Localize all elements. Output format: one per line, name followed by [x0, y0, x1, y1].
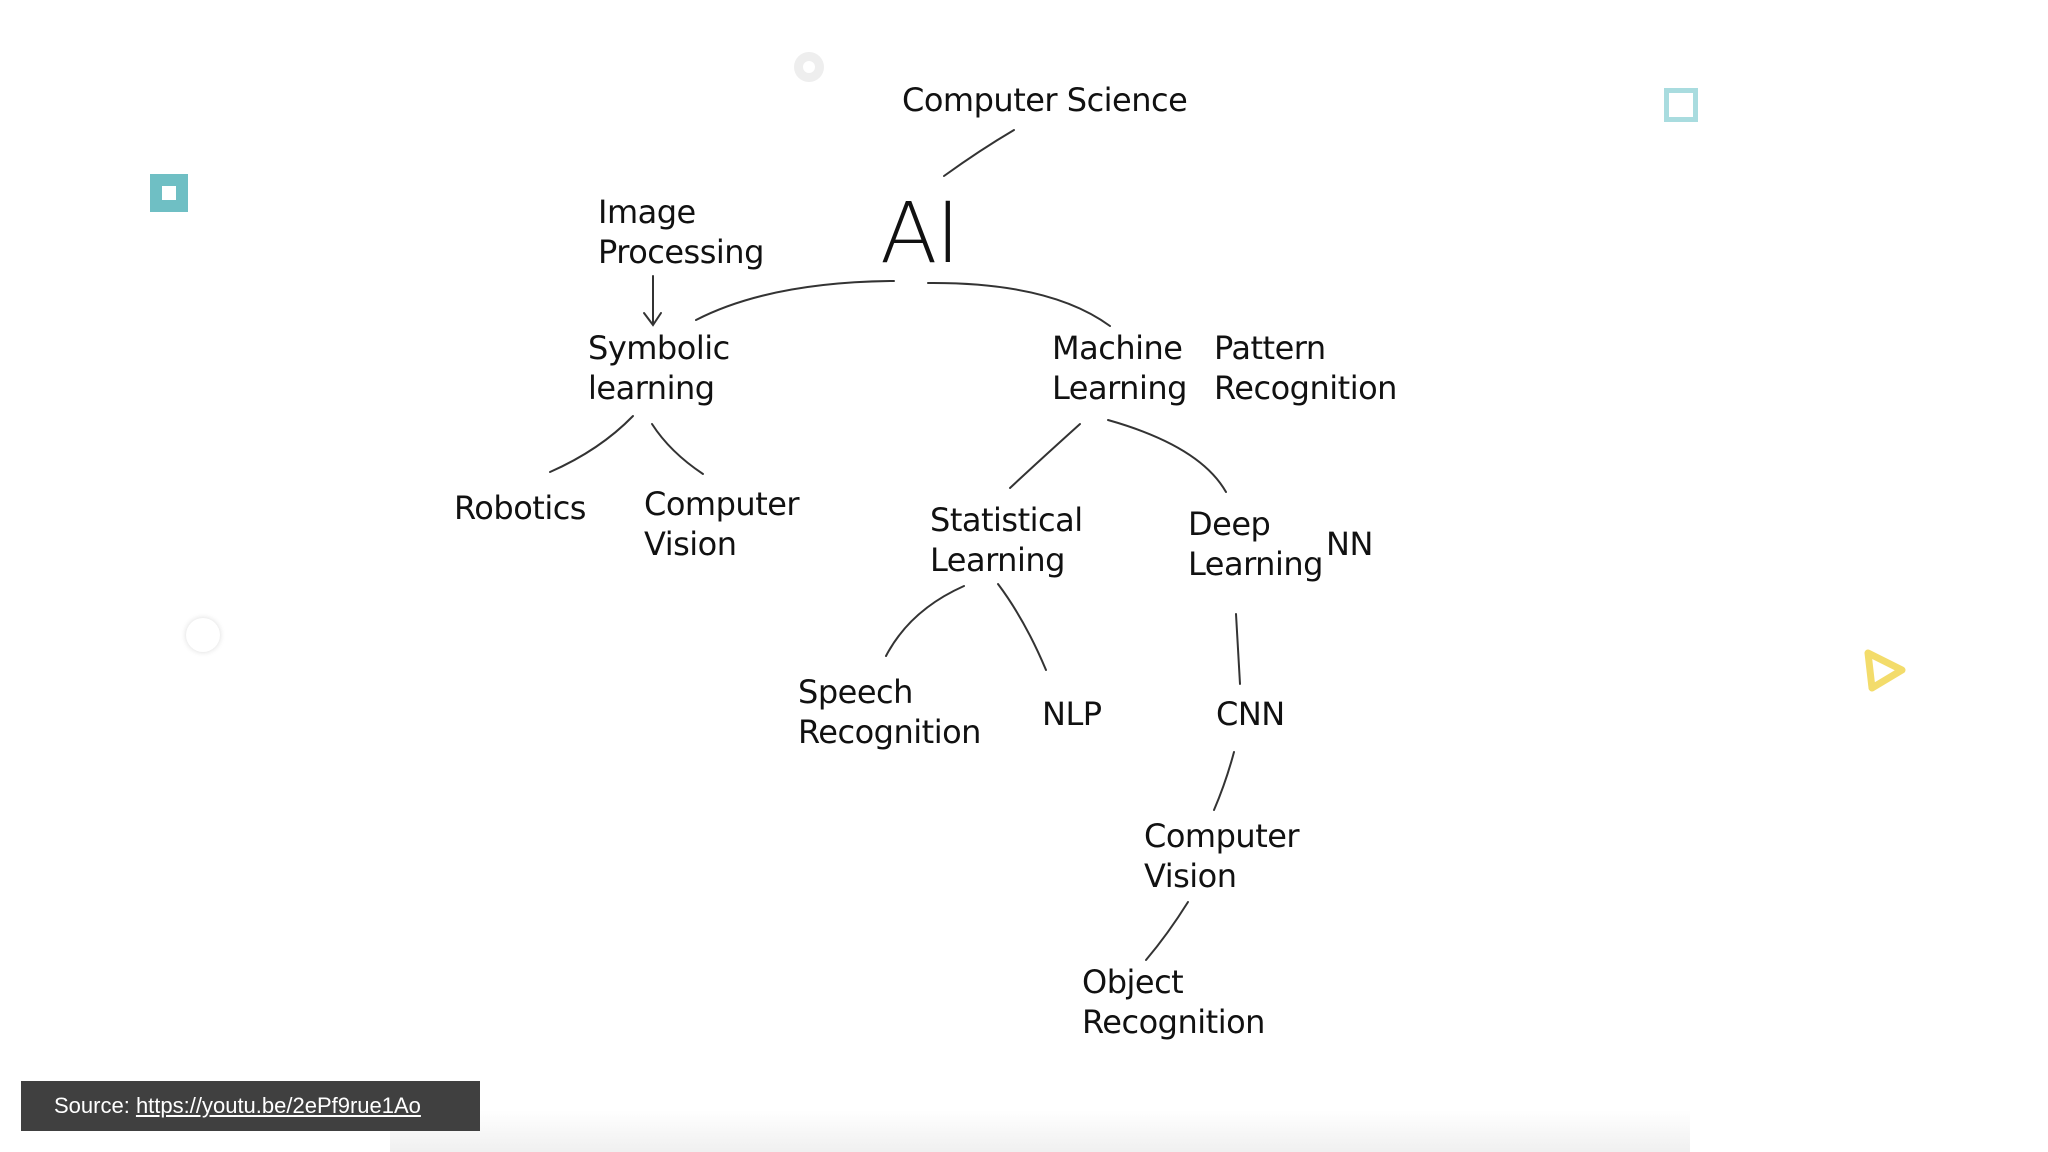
node-pattern-recognition-line-1: Pattern — [1214, 329, 1326, 367]
node-statistical-learning: Statistical Learning — [930, 500, 1083, 580]
node-machine-learning-line-1: Machine — [1052, 329, 1183, 367]
decorative-circle-left — [186, 618, 220, 652]
node-symbolic-learning: Symbolic learning — [588, 328, 730, 408]
node-symbolic-learning-line-1: Symbolic — [588, 329, 730, 367]
node-speech-recognition-line-1: Speech — [798, 673, 913, 711]
edge-statistical-learning-to-nlp — [997, 583, 1047, 671]
node-object-recognition-line-1: Object — [1082, 963, 1184, 1001]
edge-computer-science-to-ai — [943, 129, 1015, 177]
node-speech-recognition: Speech Recognition — [798, 672, 981, 752]
node-statistical-learning-line-2: Learning — [930, 541, 1065, 579]
node-deep-learning-line-1: Deep — [1188, 505, 1271, 543]
decorative-triangle-icon — [1864, 649, 1906, 692]
source-banner: Source: https://youtu.be/2ePf9rue1Ao — [21, 1081, 480, 1131]
node-pattern-recognition-line-2: Recognition — [1214, 369, 1397, 407]
node-computer-vision-symbolic: Computer Vision — [644, 484, 800, 564]
node-computer-vision-symbolic-line-2: Vision — [644, 525, 737, 563]
node-robotics: Robotics — [454, 489, 586, 527]
node-computer-vision-cnn-line-1: Computer — [1144, 817, 1300, 855]
node-machine-learning-line-2: Learning — [1052, 369, 1187, 407]
source-link[interactable]: https://youtu.be/2ePf9rue1Ao — [135, 1093, 421, 1118]
bottom-fade — [390, 1110, 1690, 1152]
node-machine-learning: Machine Learning — [1052, 328, 1187, 408]
source-prefix: Source: — [54, 1093, 136, 1118]
edge-deep-learning-to-cnn — [1235, 613, 1241, 685]
node-speech-recognition-line-2: Recognition — [798, 713, 981, 751]
node-object-recognition-line-2: Recognition — [1082, 1003, 1265, 1041]
decorative-square-left — [150, 174, 188, 212]
node-computer-vision-symbolic-line-1: Computer — [644, 485, 800, 523]
node-nn: NN — [1326, 525, 1373, 563]
edge-machine-learning-to-deep-learning — [1107, 419, 1227, 493]
node-computer-science: Computer Science — [902, 81, 1188, 119]
decorative-square-right — [1664, 88, 1698, 122]
node-object-recognition: Object Recognition — [1082, 962, 1265, 1042]
edge-machine-learning-to-statistical-learning — [1009, 423, 1081, 489]
node-image-processing: Image Processing — [598, 192, 764, 272]
edge-image-processing-arrowhead — [643, 312, 662, 327]
edge-symbolic-learning-to-robotics — [549, 415, 634, 473]
node-deep-learning-line-2: Learning — [1188, 545, 1323, 583]
edge-ai-to-symbolic-learning — [695, 280, 895, 321]
edge-ai-to-machine-learning — [927, 281, 1111, 327]
node-computer-vision-cnn-line-2: Vision — [1144, 857, 1237, 895]
node-statistical-learning-line-1: Statistical — [930, 501, 1083, 539]
node-image-processing-line-1: Image — [598, 193, 696, 231]
node-symbolic-learning-line-2: learning — [588, 369, 715, 407]
edge-symbolic-learning-to-computer-vision — [651, 423, 704, 475]
node-pattern-recognition: Pattern Recognition — [1214, 328, 1397, 408]
edge-computer-vision-to-object-recognition — [1145, 901, 1189, 961]
node-nlp: NLP — [1042, 695, 1102, 733]
node-ai: AI — [880, 184, 960, 282]
node-computer-vision-cnn: Computer Vision — [1144, 816, 1300, 896]
node-cnn: CNN — [1216, 695, 1285, 733]
edge-statistical-learning-to-speech-recognition — [885, 585, 965, 657]
edge-cnn-to-computer-vision — [1213, 751, 1235, 811]
decorative-circle-top — [794, 52, 824, 82]
node-deep-learning: Deep Learning — [1188, 504, 1323, 584]
node-image-processing-line-2: Processing — [598, 233, 764, 271]
